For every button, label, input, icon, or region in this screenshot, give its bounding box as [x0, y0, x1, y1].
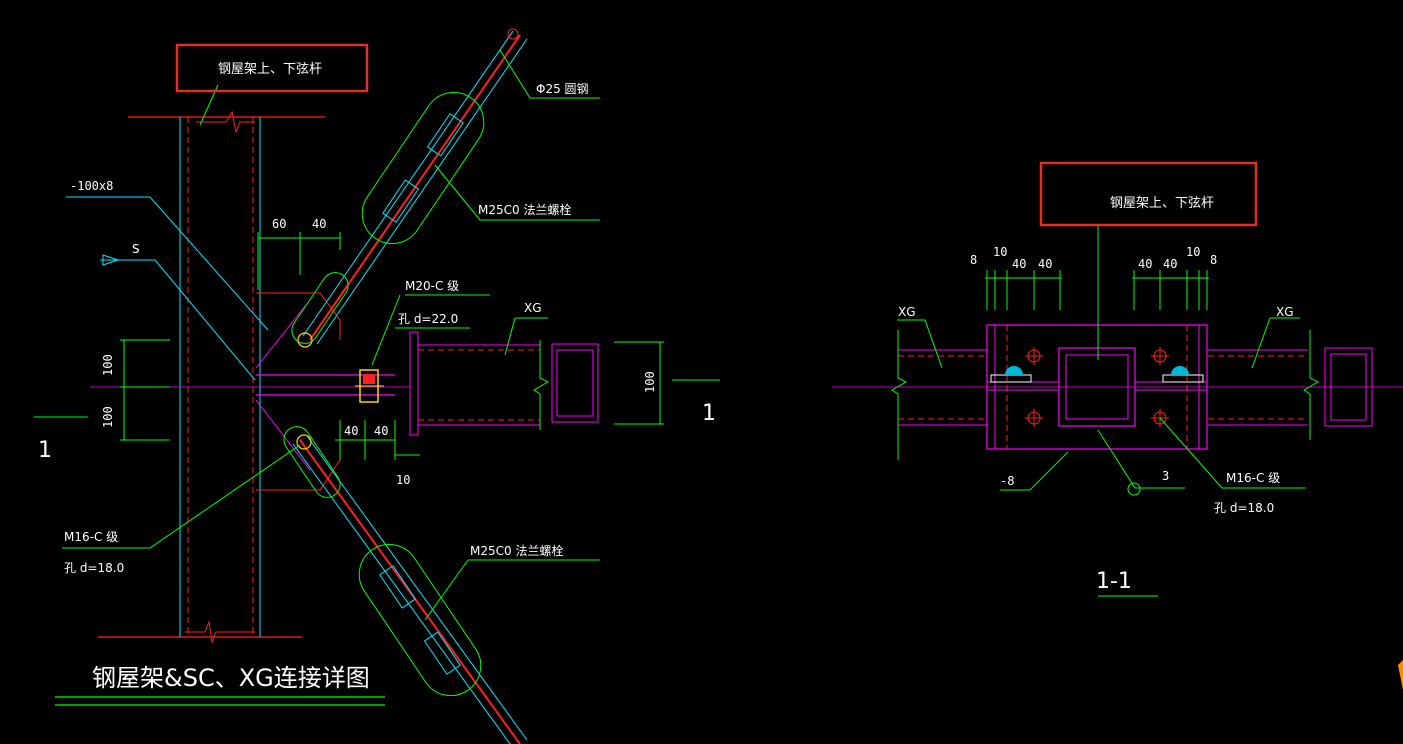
left-drawing-title: 钢屋架&SC、XG连接详图 — [92, 664, 370, 692]
m20-label: M20-C 级 — [405, 279, 459, 293]
section-title: 1-1 — [1096, 569, 1132, 594]
dim-100-upper: 100 — [101, 354, 115, 376]
dim-60: 60 — [272, 217, 286, 231]
upper-tie-rod — [291, 28, 528, 348]
right-callout-text: 钢屋架上、下弦杆 — [1110, 195, 1214, 211]
dim-40-lower-b: 40 — [374, 424, 388, 438]
lower-flange-bolt-label: M25C0 法兰螺栓 — [470, 543, 563, 558]
dim-40-top: 40 — [312, 217, 326, 231]
section-mark-left: 1 — [38, 438, 52, 463]
dim-40-lower-a: 40 — [344, 424, 358, 438]
dim-100-lower: 100 — [101, 406, 115, 428]
lower-tie-rod — [283, 426, 528, 744]
top-chord-callout-box — [175, 43, 369, 93]
m16-label-left: M16-C 级 — [64, 530, 118, 544]
left-detail-view: 钢屋架上、下弦杆 Φ25 圆钢 -100x8 S M25C0 法兰螺栓 M25C… — [34, 28, 720, 744]
m20-hole-label: 孔 d=22.0 — [398, 312, 458, 326]
dim-right-40a: 40 — [1138, 257, 1152, 271]
dim-left-8: 8 — [970, 253, 977, 267]
m16-hole-label-right: 孔 d=18.0 — [1214, 501, 1274, 515]
dim-100-right: 100 — [643, 371, 657, 393]
dim-left-40b: 40 — [1038, 257, 1052, 271]
m16-hole-label-left: 孔 d=18.0 — [64, 561, 124, 575]
plate-label: -100x8 — [70, 179, 113, 193]
m20-bolt — [355, 369, 384, 403]
xg-member-left-view — [409, 331, 599, 436]
dim-right-40b: 40 — [1163, 257, 1177, 271]
dim-left-10: 10 — [993, 245, 1007, 259]
dim-left-40a: 40 — [1012, 257, 1026, 271]
s-label: S — [132, 242, 140, 256]
upper-flange-bolt-label: M25C0 法兰螺栓 — [478, 202, 571, 217]
plate-thickness-label: -8 — [1000, 474, 1014, 488]
m16-label-right: M16-C 级 — [1226, 471, 1280, 485]
edge-marker — [1398, 660, 1403, 690]
dim-right-10: 10 — [1186, 245, 1200, 259]
dim-right-8: 8 — [1210, 253, 1217, 267]
section-mark-right: 1 — [702, 401, 716, 426]
xg-label-left: XG — [524, 301, 542, 315]
right-section-view: 钢屋架上、下弦杆 8 10 40 40 40 40 10 8 XG XG -8 … — [832, 161, 1403, 597]
right-top-chord-callout-box — [1039, 161, 1258, 227]
xg-label-right-a: XG — [898, 305, 916, 319]
weld-size-label: 3 — [1162, 469, 1169, 483]
left-callout-text: 钢屋架上、下弦杆 — [218, 61, 322, 77]
rod-label: Φ25 圆钢 — [536, 82, 589, 96]
dim-10: 10 — [396, 473, 410, 487]
xg-label-right-b: XG — [1276, 305, 1294, 319]
